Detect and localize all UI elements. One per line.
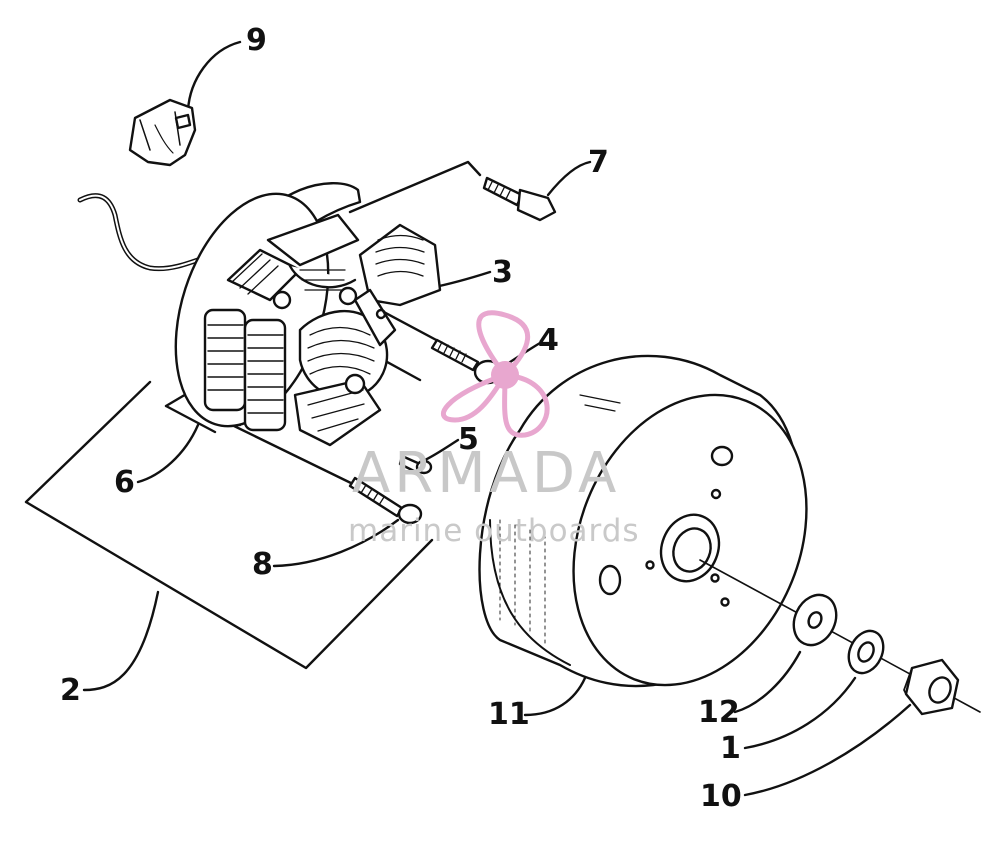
stator-coil-windings: [203, 213, 389, 447]
callout-8: 8: [252, 547, 273, 582]
pulser-coil: [353, 223, 442, 347]
leader-9: [186, 40, 242, 112]
watermark-propeller-logo: [441, 310, 550, 438]
part-7-bolt: [482, 176, 557, 222]
part-8-screw: [348, 476, 423, 525]
leader-12: [733, 650, 802, 714]
reference-line-7: [348, 160, 482, 214]
watermark-brand: ARMADA: [352, 441, 621, 506]
watermark-tagline: marine outboards: [348, 513, 640, 549]
leader-2: [82, 590, 160, 692]
leader-1: [743, 676, 857, 750]
leader-7: [546, 160, 592, 197]
stator-screw: [338, 286, 358, 306]
flywheel: [478, 354, 808, 688]
callout-12: 12: [698, 695, 740, 730]
callout-7: 7: [588, 145, 609, 180]
part-10-nut: [903, 658, 960, 716]
callout-5: 5: [458, 422, 479, 457]
reference-line-8: [230, 423, 357, 487]
part-1-lockwasher: [847, 629, 885, 675]
stator-screw: [272, 290, 292, 310]
leader-6: [136, 423, 200, 484]
stator-screw: [344, 373, 366, 395]
leader-8: [272, 518, 400, 568]
callout-11: 11: [488, 697, 530, 732]
callout-1: 1: [720, 731, 741, 766]
callout-9: 9: [246, 23, 267, 58]
part-5-screw: [398, 454, 433, 475]
leader-10: [743, 703, 912, 797]
leader-5: [423, 438, 460, 462]
callout-2: 2: [60, 673, 81, 708]
callout-3: 3: [492, 255, 513, 290]
part-9-cap: [128, 98, 197, 167]
part-12-washer: [792, 593, 838, 647]
callout-6: 6: [114, 465, 135, 500]
leader-11: [523, 676, 587, 717]
part-4-screw: [430, 338, 503, 385]
callout-10: 10: [700, 779, 742, 814]
callout-4: 4: [538, 323, 559, 358]
bracket-assembly-2: [24, 380, 434, 670]
